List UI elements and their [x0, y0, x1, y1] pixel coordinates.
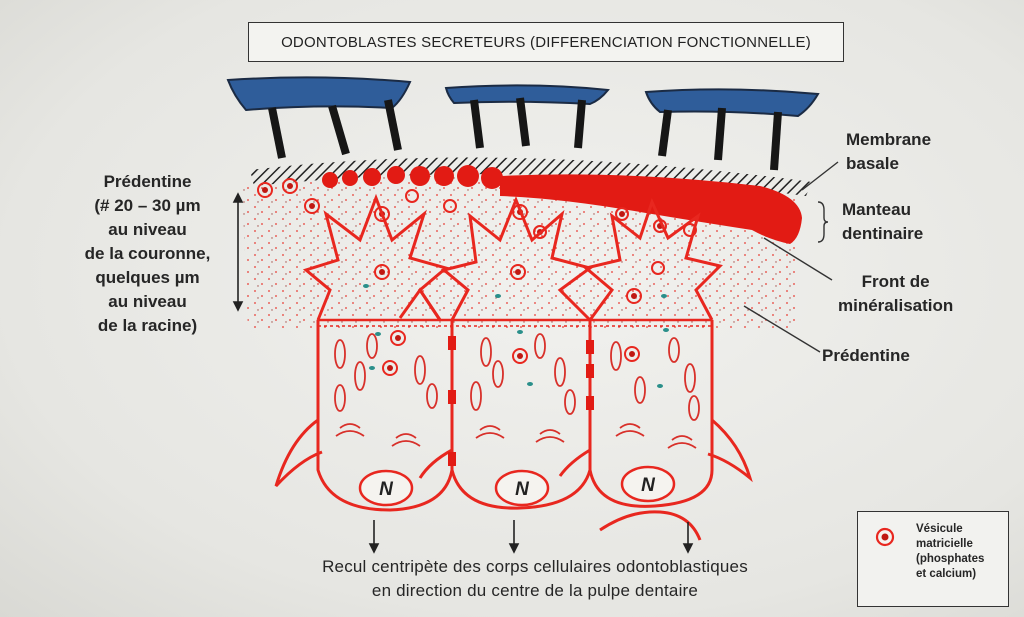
left-label-line: (# 20 – 30 µm	[94, 196, 201, 215]
nucleus-2	[494, 469, 550, 507]
leader-lines	[743, 161, 839, 353]
legend-line: Vésicule	[916, 523, 963, 535]
nuclei: N N N	[358, 465, 676, 507]
manteau-label-line: dentinaire	[842, 224, 924, 243]
left-label-line: au niveau	[108, 292, 187, 311]
predentine-thickness-label: Prédentine (# 20 – 30 µm au niveau de la…	[55, 170, 240, 338]
nucleus-label-2: N	[515, 479, 530, 500]
nucleus-label-1: N	[379, 479, 394, 500]
predentine-right-text: Prédentine	[822, 346, 910, 365]
cytoplasm-dots	[363, 284, 669, 388]
odontoblast-cell-bodies	[274, 318, 753, 541]
cytoplasm-organelles	[334, 333, 700, 449]
label-predentine-right: Prédentine	[822, 344, 910, 368]
ameloblast-layer	[226, 76, 820, 171]
retreat-arrows	[368, 520, 694, 554]
left-label-line: quelques µm	[95, 268, 200, 287]
left-label-line: Prédentine	[103, 172, 192, 191]
left-label-line: au niveau	[108, 220, 187, 239]
left-label-line: de la racine)	[97, 316, 198, 335]
caption-line: en direction du centre de la pulpe denta…	[371, 581, 699, 600]
legend-line: et calcium)	[916, 568, 977, 580]
membrane-label-line: basale	[846, 154, 899, 173]
legend-box: Vésicule matricielle (phosphates et calc…	[857, 511, 1009, 607]
nucleus-3	[620, 465, 676, 503]
legend-line: (phosphates	[916, 553, 985, 565]
cell-junctions	[448, 336, 594, 466]
front-label-line: minéralisation	[838, 296, 954, 315]
label-membrane-basale: Membrane basale	[846, 128, 931, 176]
caption-line: Recul centripète des corps cellulaires o…	[322, 557, 748, 576]
predentine-thickness-arrow	[232, 192, 244, 312]
diagram-title: ODONTOBLASTES SECRETEURS (DIFFERENCIATIO…	[281, 33, 811, 51]
left-label-line: de la couronne,	[84, 244, 211, 263]
diagram-title-box: ODONTOBLASTES SECRETEURS (DIFFERENCIATIO…	[248, 22, 844, 62]
label-manteau-dentinaire: Manteau dentinaire	[842, 198, 923, 246]
odontoblast-processes	[302, 193, 723, 322]
predentine-vesicles	[257, 178, 697, 239]
legend-text: Vésicule matricielle (phosphates et calc…	[916, 522, 1006, 582]
front-label-line: Front de	[861, 272, 930, 291]
matrix-vesicle-icon	[875, 527, 895, 547]
cell-vesicles	[374, 261, 665, 376]
nucleus-label-3: N	[641, 475, 656, 496]
legend-line: matricielle	[916, 538, 973, 550]
label-front-mineralisation: Front de minéralisation	[838, 270, 953, 318]
mineralization-globules	[322, 165, 503, 189]
membrane-label-line: Membrane	[846, 130, 932, 149]
manteau-label-line: Manteau	[842, 200, 911, 219]
basal-membrane	[250, 157, 812, 196]
nucleus-1	[358, 469, 414, 507]
diagram-caption: Recul centripète des corps cellulaires o…	[250, 555, 820, 603]
